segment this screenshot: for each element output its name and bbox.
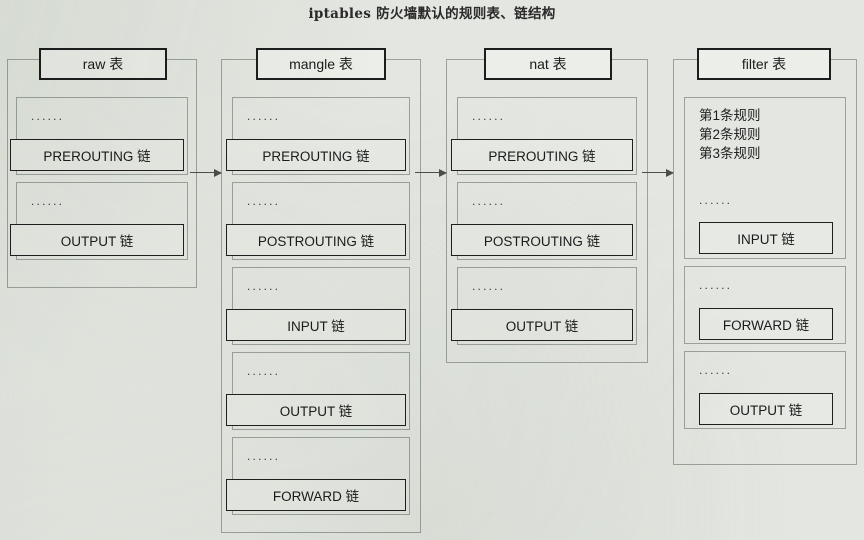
connector-arrow-nat-to-filter xyxy=(642,168,674,177)
chain-plate-nat-postrouting[interactable]: POSTROUTING 链 xyxy=(451,224,633,256)
chain-group-filter-output: ...... xyxy=(684,351,846,429)
chain-plate-filter-input[interactable]: INPUT 链 xyxy=(699,222,833,254)
chain-dots: ...... xyxy=(31,194,65,208)
chain-plate-nat-output[interactable]: OUTPUT 链 xyxy=(451,309,633,341)
chain-group-nat-output: ...... xyxy=(457,267,637,345)
chain-plate-nat-prerouting[interactable]: PREROUTING 链 xyxy=(451,139,633,171)
chain-plate-raw-output[interactable]: OUTPUT 链 xyxy=(10,224,184,256)
chain-plate-filter-forward[interactable]: FORWARD 链 xyxy=(699,308,833,340)
chain-group-raw-output: ...... xyxy=(16,182,188,260)
connector-arrow-raw-to-mangle xyxy=(190,168,222,177)
chain-group-nat-postrouting: ...... xyxy=(457,182,637,260)
chain-plate-raw-prerouting[interactable]: PREROUTING 链 xyxy=(10,139,184,171)
chain-group-raw-prerouting: ...... xyxy=(16,97,188,175)
chain-dots: ...... xyxy=(247,364,281,378)
chain-group-mangle-forward: ...... xyxy=(232,437,410,515)
chain-dots: ...... xyxy=(247,109,281,123)
chain-dots: ...... xyxy=(699,278,733,292)
table-name-filter[interactable]: filter 表 xyxy=(697,48,831,80)
chain-plate-mangle-input[interactable]: INPUT 链 xyxy=(226,309,406,341)
chain-plate-mangle-postrouting[interactable]: POSTROUTING 链 xyxy=(226,224,406,256)
chain-dots: ...... xyxy=(472,279,506,293)
chain-dots: ...... xyxy=(247,449,281,463)
table-name-mangle[interactable]: mangle 表 xyxy=(256,48,386,80)
table-name-nat[interactable]: nat 表 xyxy=(484,48,612,80)
chain-dots: ...... xyxy=(472,194,506,208)
chain-plate-filter-output[interactable]: OUTPUT 链 xyxy=(699,393,833,425)
chain-group-filter-input: 第1条规则 第2条规则 第3条规则 ...... xyxy=(684,97,846,259)
chain-dots: ...... xyxy=(699,193,733,207)
chain-group-filter-forward: ...... xyxy=(684,266,846,344)
chain-dots: ...... xyxy=(247,279,281,293)
connector-arrow-mangle-to-nat xyxy=(415,168,447,177)
chain-group-mangle-prerouting: ...... xyxy=(232,97,410,175)
diagram-title: iptables 防火墙默认的规则表、链结构 xyxy=(308,6,556,22)
chain-dots: ...... xyxy=(699,363,733,377)
chain-plate-mangle-output[interactable]: OUTPUT 链 xyxy=(226,394,406,426)
chain-plate-mangle-forward[interactable]: FORWARD 链 xyxy=(226,479,406,511)
chain-group-nat-prerouting: ...... xyxy=(457,97,637,175)
table-name-raw[interactable]: raw 表 xyxy=(39,48,167,80)
chain-dots: ...... xyxy=(472,109,506,123)
chain-dots: ...... xyxy=(31,109,65,123)
chain-group-mangle-input: ...... xyxy=(232,267,410,345)
chain-group-mangle-postrouting: ...... xyxy=(232,182,410,260)
chain-plate-mangle-prerouting[interactable]: PREROUTING 链 xyxy=(226,139,406,171)
chain-group-mangle-output: ...... xyxy=(232,352,410,430)
chain-dots: ...... xyxy=(247,194,281,208)
chain-rules-list: 第1条规则 第2条规则 第3条规则 xyxy=(699,108,761,162)
